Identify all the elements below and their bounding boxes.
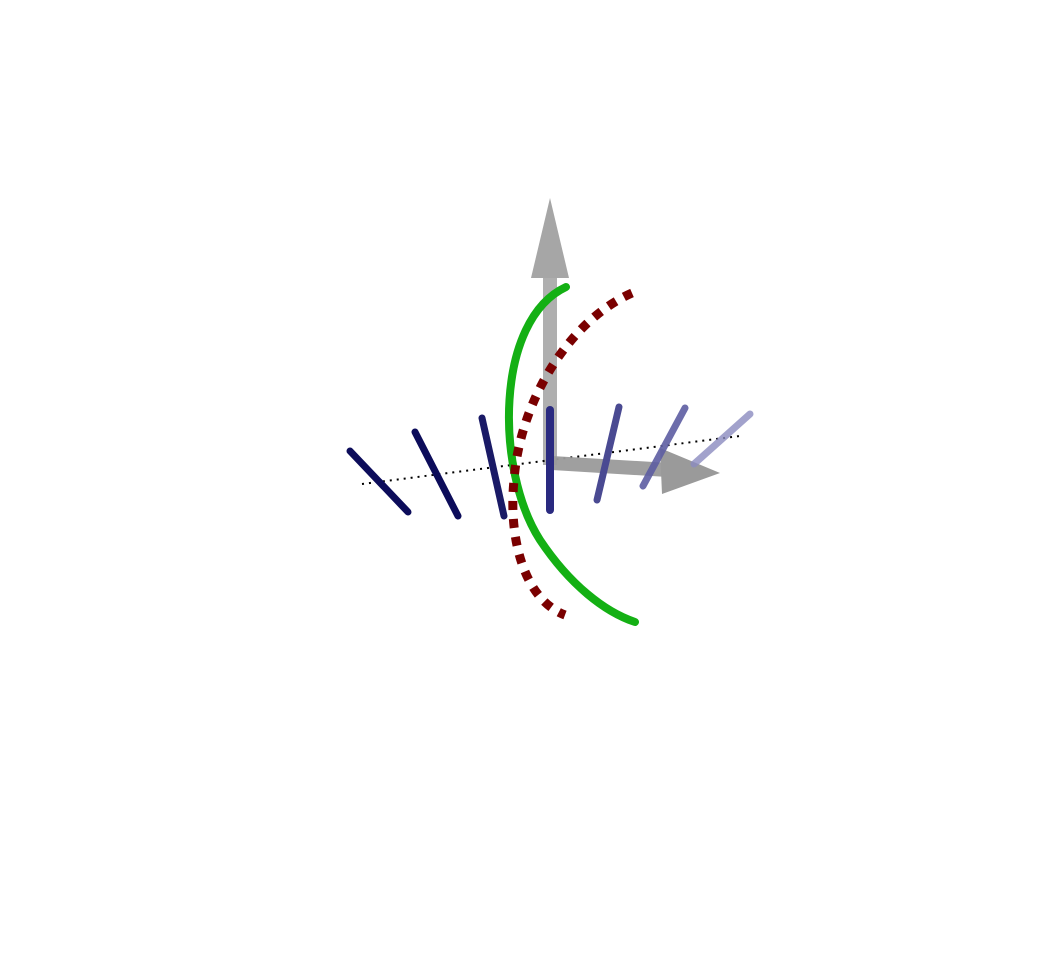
rod-2 [411,428,462,520]
rod-7 [690,410,754,468]
rod-6 [639,404,689,490]
rod-3 [478,414,508,520]
rod-5 [593,403,623,504]
rod-1 [346,447,412,516]
red-dashed-curve [508,288,634,620]
polarization-rods [346,403,754,520]
horizontal-axis-arrow [552,448,720,494]
green-solid-curve [504,283,639,626]
